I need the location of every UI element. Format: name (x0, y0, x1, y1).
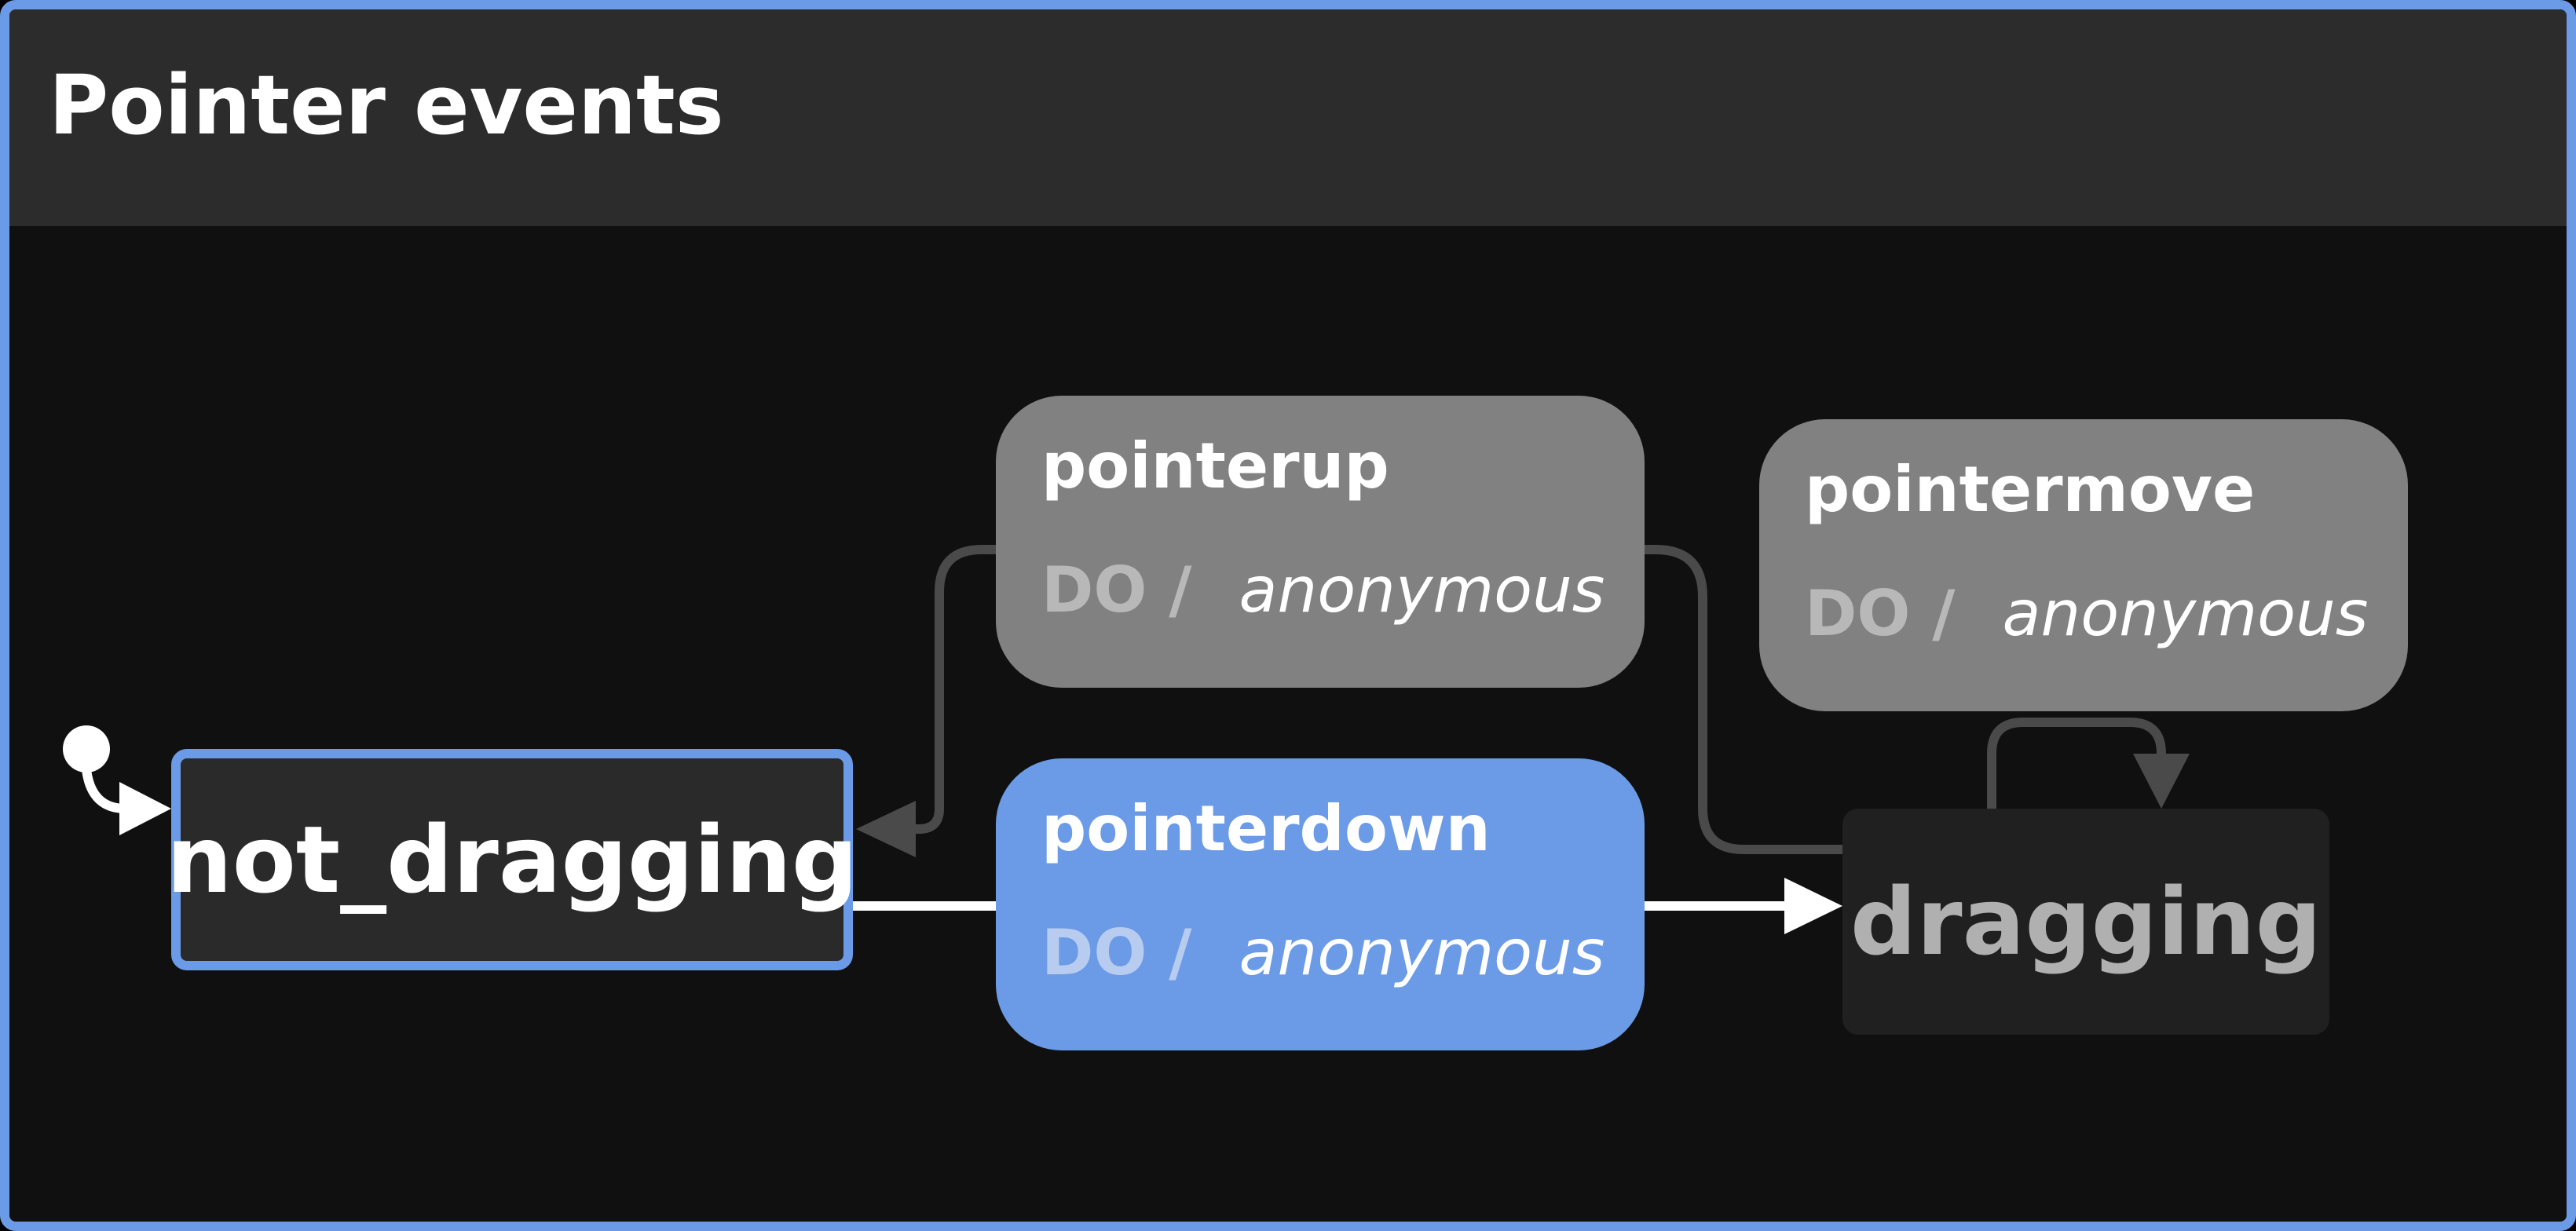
event-pointerdown[interactable]: pointerdown DO /anonymous (996, 758, 1645, 1050)
pointermove-loop-edge (1987, 718, 2166, 809)
pointermove-loop-arrow (2133, 754, 2190, 809)
pointerup-edge-arrow (856, 801, 916, 857)
do-label: DO / (1041, 553, 1192, 626)
event-pointermove-action: DO /anonymous (1805, 583, 2368, 645)
pointerdown-edge-arrow (1784, 878, 1842, 934)
event-pointermove[interactable]: pointermove DO /anonymous (1759, 419, 2408, 711)
machine-header: Pointer events (9, 9, 2567, 226)
event-pointerdown-action: DO /anonymous (1041, 922, 1605, 984)
event-pointerup-name: pointerup (1041, 429, 1389, 502)
action-name: anonymous (1239, 553, 1605, 626)
state-dragging[interactable]: dragging (1842, 809, 2329, 1035)
action-name: anonymous (1239, 916, 1605, 989)
machine-title: Pointer events (49, 57, 724, 153)
action-name: anonymous (2002, 577, 2369, 650)
pointerup-edge-out (1645, 545, 1842, 854)
pointerup-edge-in (903, 545, 996, 834)
state-not-dragging-label: not_dragging (166, 805, 858, 914)
initial-state-dot (63, 725, 110, 773)
event-pointerdown-name: pointerdown (1041, 792, 1491, 865)
event-pointerup[interactable]: pointerup DO /anonymous (996, 396, 1645, 688)
event-pointerup-action: DO /anonymous (1041, 559, 1605, 622)
state-dragging-label: dragging (1850, 868, 2322, 976)
do-label: DO / (1805, 577, 1956, 650)
event-pointermove-name: pointermove (1805, 453, 2256, 526)
initial-transition-arrow (119, 782, 171, 835)
state-not-dragging[interactable]: not_dragging (166, 749, 858, 970)
do-label: DO / (1041, 916, 1192, 989)
